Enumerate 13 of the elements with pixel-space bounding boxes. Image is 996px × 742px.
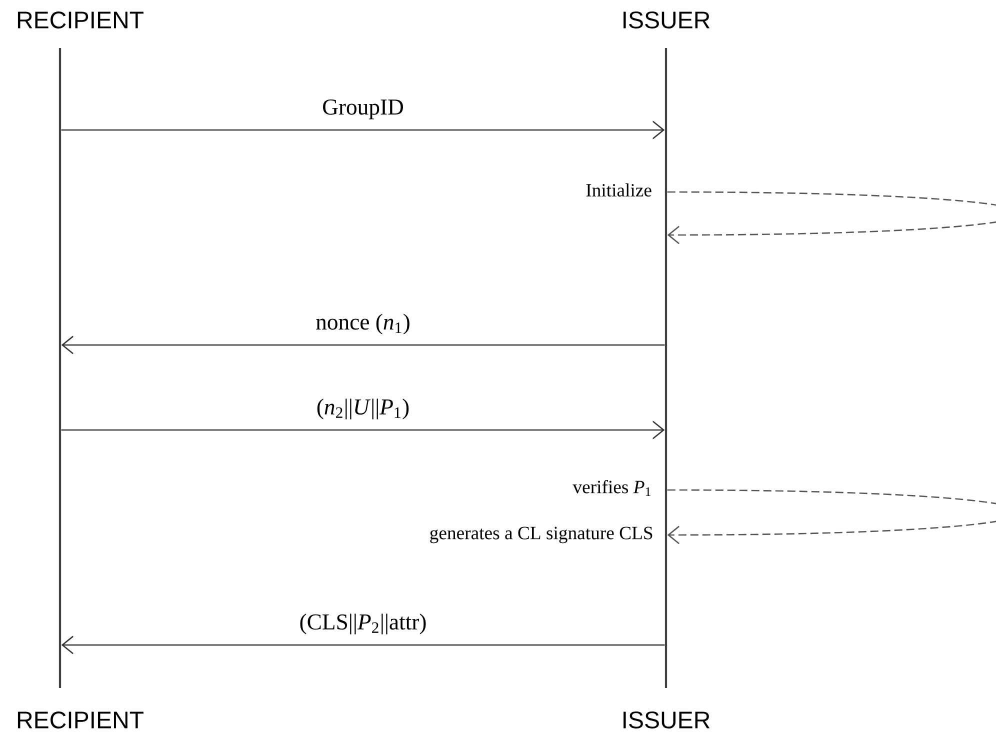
lifeline-label: RECIPIENT [18, 711, 144, 728]
edge-label: verifies P$_{1}$ [572, 480, 650, 496]
step-label: generates a CL signature CLS [430, 526, 652, 544]
edge-label: GroupID [323, 99, 403, 120]
lifeline-label: ISSUER [624, 12, 710, 28]
lifeline-label: RECIPIENT [18, 12, 144, 28]
edge-label: (CLS||P$_{2}$||attr) [300, 614, 426, 634]
lifeline [58, 48, 62, 688]
edge-label: nonce (n$_{1}$) [316, 314, 410, 334]
edge-label: Initialize [586, 183, 652, 197]
lifeline-label: ISSUER [624, 711, 710, 728]
lifeline [664, 48, 668, 688]
edge-label: (n$_{2}$||U||P$_{1}$) [317, 398, 409, 420]
